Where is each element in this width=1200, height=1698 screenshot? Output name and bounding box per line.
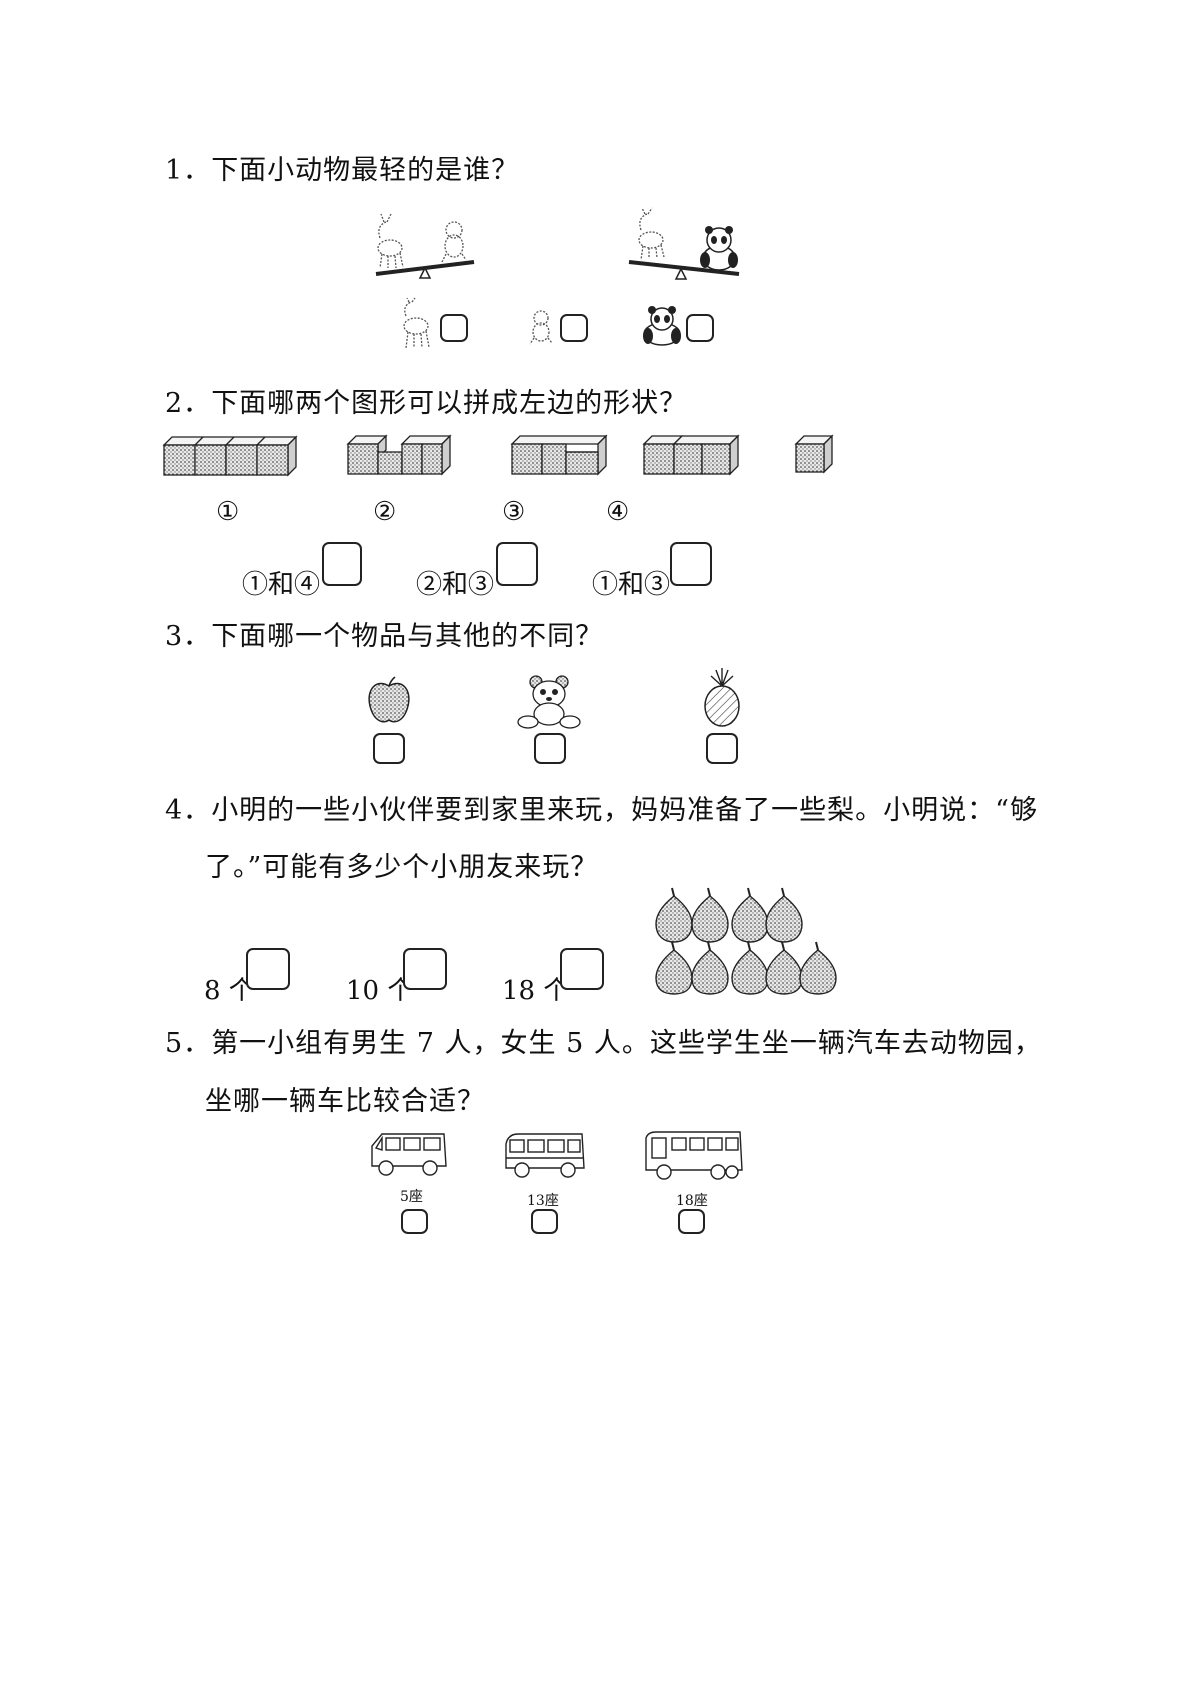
deer-icon	[377, 213, 404, 269]
question-text: 小明的一些小伙伴要到家里来玩，妈妈准备了一些梨。小明说：“够	[211, 795, 1038, 826]
answer-box-8[interactable]	[246, 948, 290, 990]
question-number: 3．	[165, 621, 212, 652]
question-4-line-2: 了。”可能有多少个小朋友来玩？	[205, 852, 599, 883]
question-text: 下面哪一个物品与其他的不同？	[211, 621, 604, 652]
seesaw-deer-panda-illustration	[628, 207, 740, 280]
answer-box-option-3[interactable]	[670, 542, 712, 586]
teddy-bear-icon	[517, 675, 581, 729]
answer-box-13-seat[interactable]	[531, 1209, 558, 1234]
shape-label-4: ④	[606, 497, 630, 527]
question-5-line-2: 坐哪一辆车比较合适？	[205, 1086, 485, 1117]
option-label: ①和④	[242, 570, 321, 600]
seat-label-18: 18座	[676, 1193, 708, 1209]
minibus-icon	[505, 1133, 585, 1178]
option-label: 10 个	[346, 976, 414, 1006]
cube-shape-2	[510, 434, 608, 476]
deer-icon	[403, 297, 430, 349]
answer-box-18[interactable]	[560, 948, 604, 990]
option-label: ①和③	[592, 570, 671, 600]
panda-icon	[700, 226, 738, 271]
option-label: ②和③	[416, 570, 495, 600]
question-text: 第一小组有男生 7 人，女生 5 人。这些学生坐一辆汽车去动物园，	[211, 1028, 1042, 1059]
answer-box-panda[interactable]	[686, 314, 714, 342]
answer-box-pineapple[interactable]	[706, 733, 738, 764]
pineapple-icon	[704, 668, 740, 727]
answer-box-monkey[interactable]	[560, 314, 588, 342]
seat-label-5: 5座	[400, 1189, 423, 1205]
bus-icon	[645, 1131, 743, 1180]
answer-box-apple[interactable]	[373, 733, 405, 764]
question-number: 2．	[165, 388, 212, 419]
answer-box-option-2[interactable]	[496, 542, 538, 586]
cube-shape-4	[794, 434, 834, 474]
seat-label-13: 13座	[527, 1193, 559, 1209]
question-5-line-1: 5．第一小组有男生 7 人，女生 5 人。这些学生坐一辆汽车去动物园，	[165, 1021, 1042, 1060]
seesaw-icon	[628, 260, 740, 280]
question-2: 2．下面哪两个图形可以拼成左边的形状？	[165, 381, 687, 420]
answer-box-teddy-bear[interactable]	[534, 733, 566, 764]
seesaw-icon	[375, 260, 475, 279]
question-4-line-1: 4．小明的一些小伙伴要到家里来玩，妈妈准备了一些梨。小明说：“够	[165, 788, 1038, 827]
seesaw-deer-monkey-illustration	[375, 213, 475, 279]
answer-box-deer[interactable]	[440, 314, 468, 342]
answer-box-18-seat[interactable]	[678, 1209, 705, 1234]
panda-icon	[643, 306, 681, 346]
answer-box-10[interactable]	[403, 948, 447, 990]
pear-icon	[655, 887, 837, 995]
apple-icon	[368, 676, 410, 723]
shape-label-1: ①	[216, 497, 240, 527]
shape-label-2: ②	[373, 497, 397, 527]
monkey-icon	[529, 310, 553, 345]
question-number: 5．	[165, 1028, 212, 1059]
question-1: 1．下面小动物最轻的是谁？	[165, 148, 519, 187]
question-number: 4．	[165, 795, 212, 826]
answer-box-5-seat[interactable]	[401, 1209, 428, 1234]
question-number: 1．	[165, 155, 212, 186]
question-3: 3．下面哪一个物品与其他的不同？	[165, 614, 603, 653]
cube-shape-target	[162, 435, 298, 477]
cube-shape-3	[642, 434, 740, 476]
question-text: 下面哪两个图形可以拼成左边的形状？	[211, 388, 688, 419]
question-text: 下面小动物最轻的是谁？	[211, 155, 520, 186]
monkey-icon	[441, 221, 467, 263]
option-label: 18 个	[502, 976, 570, 1006]
answer-box-option-1[interactable]	[322, 542, 362, 586]
pears-illustration	[655, 887, 837, 995]
van-icon	[371, 1133, 447, 1176]
shape-label-3: ③	[502, 497, 526, 527]
deer-icon	[638, 207, 665, 261]
cube-shape-1	[346, 434, 452, 476]
